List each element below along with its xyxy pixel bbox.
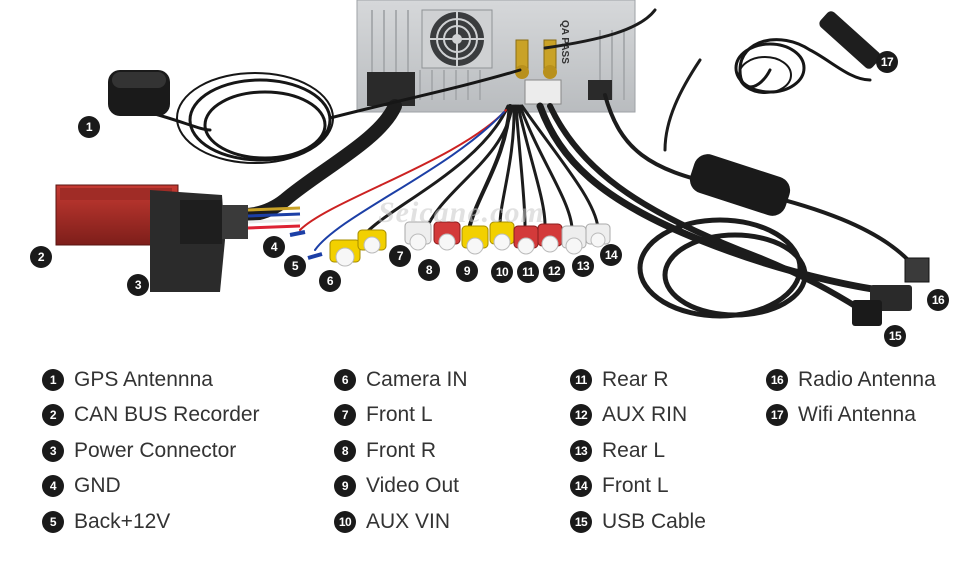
legend-label: Radio Antenna [798, 367, 936, 391]
wire-ends [289, 230, 323, 260]
legend-number: 3 [42, 439, 64, 462]
legend-item: 12 AUX RIN [570, 398, 706, 434]
legend-label: Back+12V [74, 509, 171, 533]
rca-plugs [329, 221, 611, 267]
legend-number: 6 [334, 368, 356, 391]
legend-item: 10 AUX VIN [334, 504, 468, 540]
qa-pass-label: QA PASS [559, 20, 570, 64]
legend-item: 7 Front L [334, 398, 468, 434]
callout-12: 12 [543, 260, 565, 282]
legend-number: 13 [570, 439, 592, 462]
legend-label: Rear L [602, 438, 666, 462]
legend-number: 12 [570, 404, 592, 427]
legend-label: CAN BUS Recorder [74, 403, 260, 427]
legend-label: USB Cable [602, 509, 706, 533]
legend-number: 2 [42, 404, 64, 427]
legend-item: 16 Radio Antenna [766, 362, 936, 398]
legend-label: GND [74, 474, 121, 498]
legend-label: GPS Antennna [74, 367, 213, 391]
callout-3: 3 [127, 274, 149, 296]
legend-number: 4 [42, 475, 64, 498]
callout-14: 14 [600, 244, 622, 266]
legend-item: 6 Camera IN [334, 362, 468, 398]
head-unit-back: QA PASS [356, 0, 636, 113]
callout-15: 15 [884, 325, 906, 347]
legend-label: Front L [366, 403, 433, 427]
wiring-diagram: QA PASS [55, 0, 930, 326]
legend-item: 1 GPS Antennna [42, 362, 260, 398]
callout-6: 6 [319, 270, 341, 292]
legend-item: 2 CAN BUS Recorder [42, 398, 260, 434]
legend-number: 1 [42, 368, 64, 391]
legend-label: Video Out [366, 474, 460, 498]
callout-8: 8 [418, 259, 440, 281]
watermark: Seicane.com [378, 196, 545, 229]
legend-item: 13 Rear L [570, 433, 706, 469]
callout-11: 11 [517, 261, 539, 283]
legend-item: 4 GND [42, 469, 260, 505]
legend-item: 15 USB Cable [570, 504, 706, 540]
legend-label: Power Connector [74, 438, 237, 462]
legend-column-4: 16 Radio Antenna 17 Wifi Antenna [766, 362, 936, 433]
legend-item: 9 Video Out [334, 469, 468, 505]
callout-4: 4 [263, 236, 285, 258]
callout-1: 1 [78, 116, 100, 138]
power-connector [150, 190, 301, 292]
legend-number: 10 [334, 510, 356, 533]
legend-number: 5 [42, 510, 64, 533]
legend-label: Wifi Antenna [798, 403, 916, 427]
callout-10: 10 [491, 261, 513, 283]
callout-2: 2 [30, 246, 52, 268]
callout-9: 9 [456, 260, 478, 282]
legend-column-1: 1 GPS Antennna 2 CAN BUS Recorder 3 Power C… [42, 362, 260, 540]
legend-item: 5 Back+12V [42, 504, 260, 540]
callout-17: 17 [876, 51, 898, 73]
legend-item: 8 Front R [334, 433, 468, 469]
legend-number: 16 [766, 368, 788, 391]
legend-label: Front L [602, 474, 669, 498]
fan-grille [421, 9, 493, 69]
legend-number: 11 [570, 368, 592, 391]
callout-5: 5 [284, 255, 306, 277]
gps-antenna [108, 70, 170, 116]
wifi-antenna [819, 11, 881, 69]
legend-number: 14 [570, 475, 592, 498]
legend-item: 3 Power Connector [42, 433, 260, 469]
legend-number: 17 [766, 404, 788, 427]
callout-7: 7 [389, 245, 411, 267]
legend-label: Front R [366, 438, 437, 462]
callout-13: 13 [572, 255, 594, 277]
callout-16: 16 [927, 289, 949, 311]
legend-item: 14 Front L [570, 469, 706, 505]
legend-number: 8 [334, 439, 356, 462]
legend-number: 7 [334, 404, 356, 427]
legend-column-3: 11 Rear R 12 AUX RIN 13 Rear L 14 Front L 15… [570, 362, 706, 540]
legend-label: Rear R [602, 367, 669, 391]
legend-label: AUX VIN [366, 509, 451, 533]
inline-modules [689, 154, 930, 326]
legend-number: 15 [570, 510, 592, 533]
legend-item: 17 Wifi Antenna [766, 398, 936, 434]
legend-item: 11 Rear R [570, 362, 706, 398]
legend-number: 9 [334, 475, 356, 498]
legend-label: AUX RIN [602, 403, 688, 427]
legend-label: Camera IN [366, 367, 468, 391]
